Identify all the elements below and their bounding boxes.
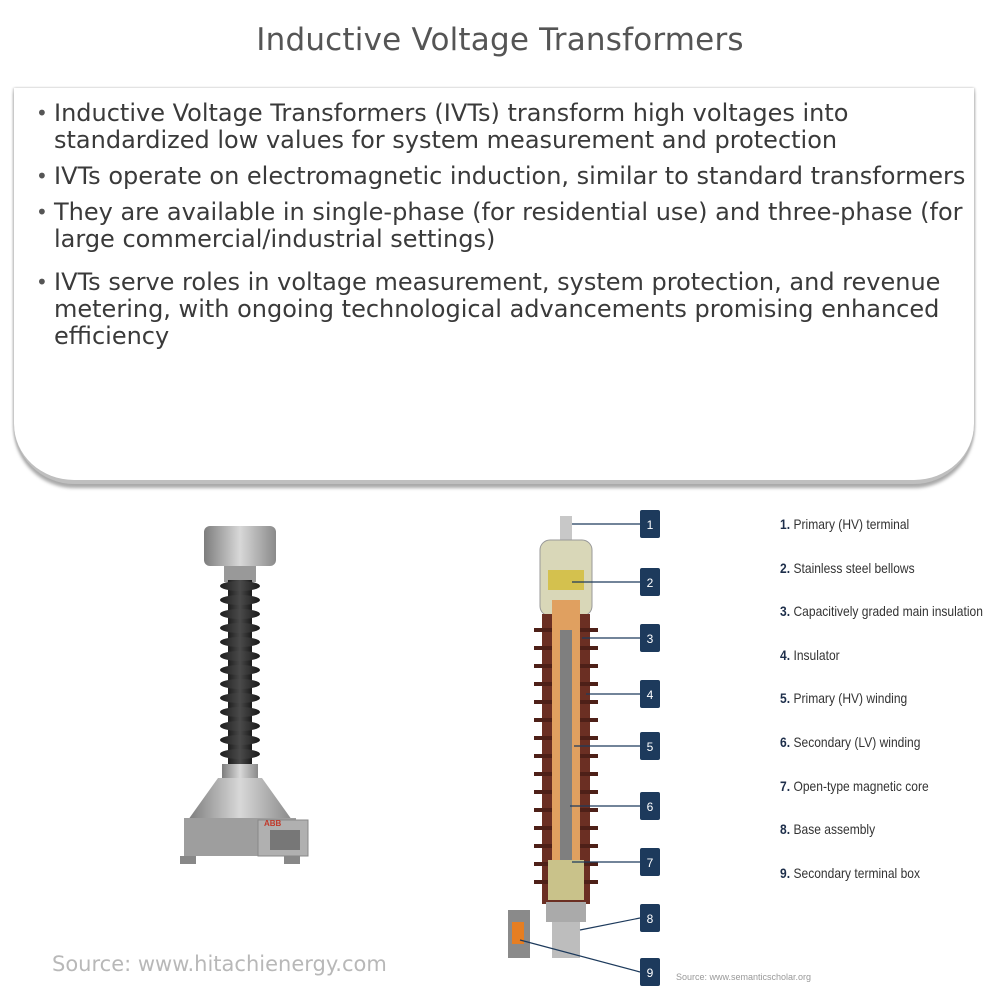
legend-label: Base assembly bbox=[793, 821, 876, 838]
marker-label: 5 bbox=[647, 740, 654, 754]
marker-1 bbox=[640, 510, 660, 538]
bullet-item: They are available in single-phase (for … bbox=[36, 199, 976, 253]
legend-item: 9.Secondary terminal box bbox=[780, 865, 969, 909]
legend-label: Insulator bbox=[793, 646, 840, 663]
marker-3 bbox=[640, 624, 660, 652]
legend-number: 8. bbox=[780, 821, 791, 838]
marker-label: 6 bbox=[647, 800, 654, 814]
marker-8 bbox=[640, 904, 660, 932]
legend-item: 3.Capacitively graded main insulation bbox=[780, 603, 983, 647]
legend-item: 6.Secondary (LV) winding bbox=[780, 734, 969, 778]
legend-label: Primary (HV) terminal bbox=[793, 516, 910, 532]
bullet-item: Inductive Voltage Transformers (IVTs) tr… bbox=[36, 100, 976, 154]
legend-label: Capacitively graded main insulation bbox=[793, 603, 983, 620]
photo-source: Source: www.hitachienergy.com bbox=[52, 952, 387, 976]
legend-number: 3. bbox=[780, 603, 791, 620]
legend-label: Primary (HV) winding bbox=[793, 690, 908, 707]
legend-number: 1. bbox=[780, 516, 791, 532]
legend-number: 2. bbox=[780, 559, 791, 576]
marker-label: 1 bbox=[647, 518, 654, 532]
marker-group bbox=[640, 510, 660, 986]
page-title: Inductive Voltage Transformers bbox=[256, 22, 744, 58]
legend-label: Secondary terminal box bbox=[793, 864, 920, 881]
diagram-source: Source: www.semanticscholar.org bbox=[676, 972, 812, 982]
bullet-item: IVTs serve roles in voltage measurement,… bbox=[36, 269, 976, 350]
marker-2 bbox=[640, 568, 660, 596]
marker-label: 2 bbox=[647, 576, 654, 590]
marker-7 bbox=[640, 848, 660, 876]
marker-4 bbox=[640, 680, 660, 708]
legend-number: 9. bbox=[780, 864, 791, 881]
legend-item: 1.Primary (HV) terminal bbox=[780, 516, 969, 560]
marker-9 bbox=[640, 958, 660, 986]
marker-label: 9 bbox=[647, 966, 654, 980]
legend-number: 7. bbox=[780, 777, 791, 794]
cutaway-diagram: 1 2 3 4 5 6 7 8 9 bbox=[508, 510, 660, 986]
marker-6 bbox=[640, 792, 660, 820]
marker-label: 7 bbox=[647, 856, 654, 870]
brand-logo: ABB bbox=[264, 819, 282, 828]
legend-item: 7.Open-type magnetic core bbox=[780, 778, 969, 822]
legend-number: 5. bbox=[780, 690, 791, 707]
bullet-item: IVTs operate on electromagnetic inductio… bbox=[36, 163, 976, 191]
legend-number: 4. bbox=[780, 646, 791, 663]
legend-item: 4.Insulator bbox=[780, 647, 969, 691]
legend-item: 8.Base assembly bbox=[780, 821, 969, 865]
component-legend: 1.Primary (HV) terminal 2.Stainless stee… bbox=[780, 516, 1000, 908]
legend-label: Stainless steel bellows bbox=[793, 559, 915, 576]
legend-item: 2.Stainless steel bellows bbox=[780, 560, 969, 604]
legend-number: 6. bbox=[780, 733, 791, 750]
marker-label: 4 bbox=[647, 688, 654, 702]
marker-label: 3 bbox=[647, 632, 654, 646]
bullet-list: Inductive Voltage Transformers (IVTs) tr… bbox=[36, 100, 976, 359]
legend-item: 5.Primary (HV) winding bbox=[780, 690, 969, 734]
transformer-photo: ABB bbox=[180, 526, 309, 864]
legend-label: Secondary (LV) winding bbox=[793, 733, 921, 750]
marker-label: 8 bbox=[647, 912, 654, 926]
legend-label: Open-type magnetic core bbox=[793, 777, 929, 794]
summary-card: Inductive Voltage Transformers (IVTs) tr… bbox=[14, 88, 974, 484]
marker-5 bbox=[640, 732, 660, 760]
